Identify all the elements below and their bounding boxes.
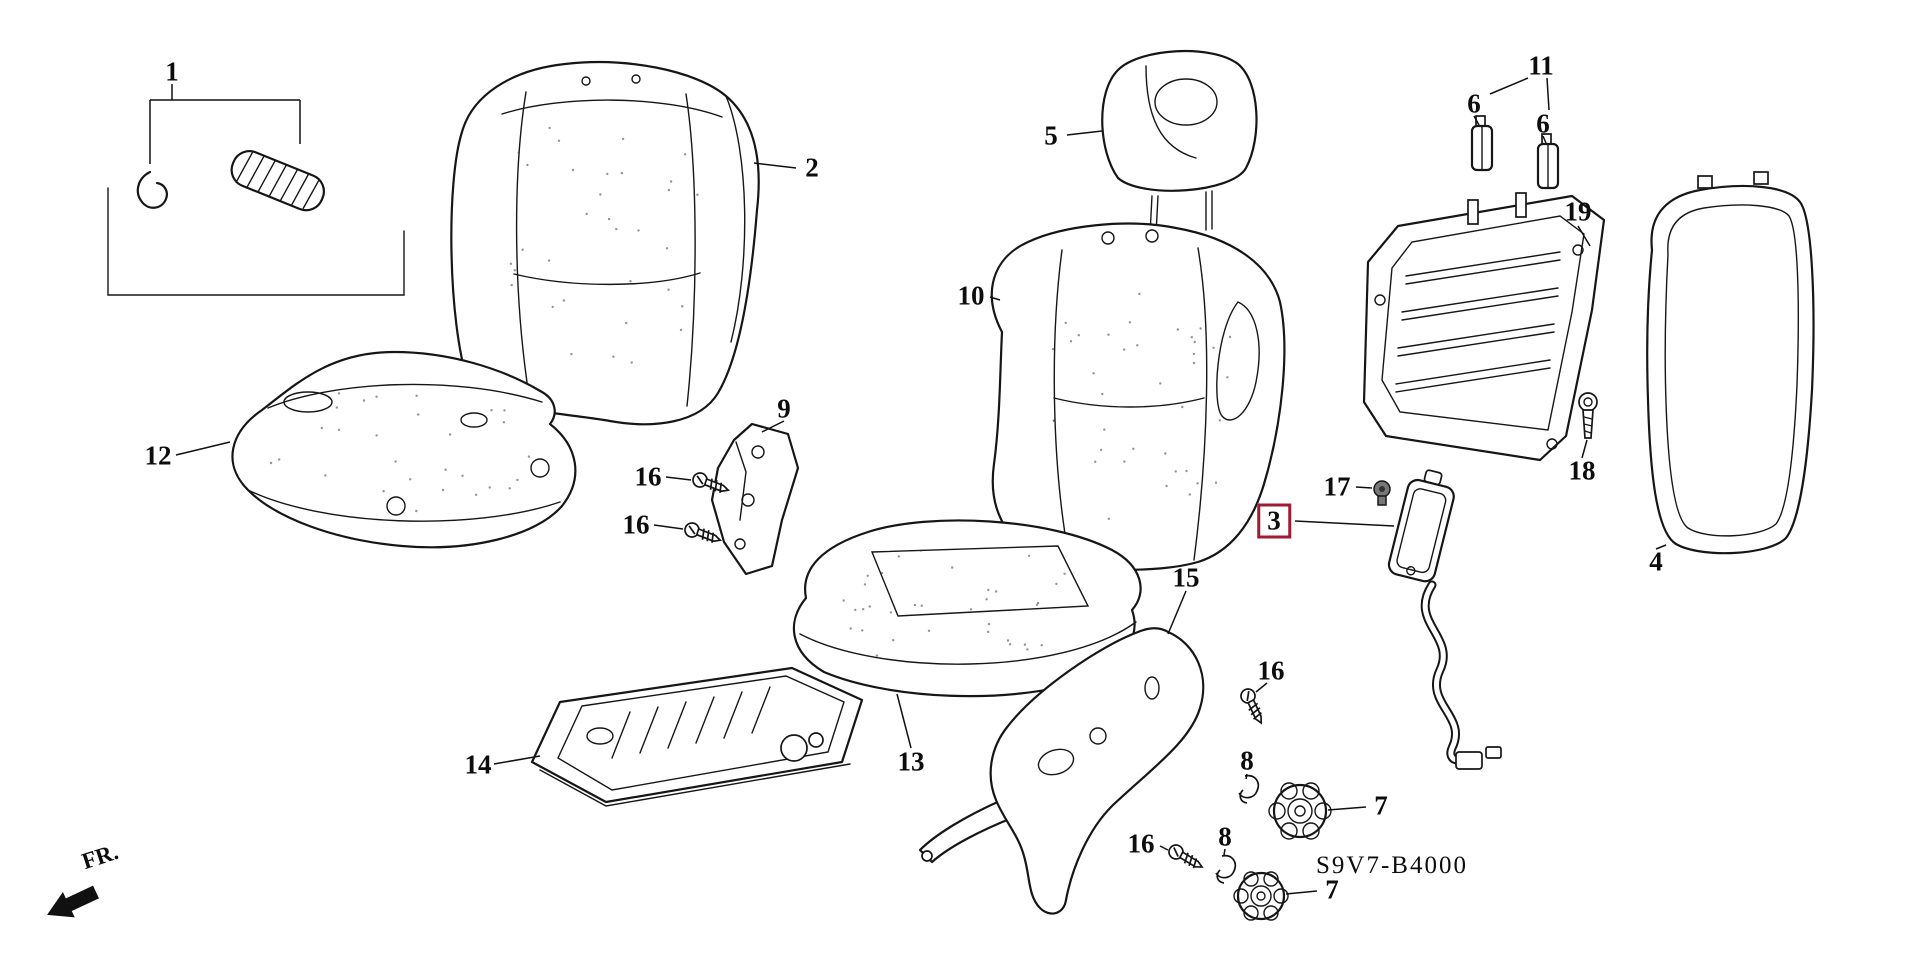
part-17-lumbar-unit-art xyxy=(1373,469,1502,770)
part-19-back-frame-art xyxy=(1362,192,1606,462)
part-10-back-trim-art xyxy=(990,222,1286,571)
part-6-headrest-guides-art xyxy=(1470,115,1560,190)
part-label[interactable]: 16 xyxy=(1127,828,1155,859)
part-label-highlighted[interactable]: 3 xyxy=(1257,503,1291,539)
diagram-code: S9V7-B4000 xyxy=(1316,852,1468,879)
part-4-back-board-art xyxy=(1646,171,1815,555)
fr-direction-indicator: FR. xyxy=(30,830,180,940)
part-label[interactable]: 18 xyxy=(1568,455,1596,486)
part-1-clip-spring-art xyxy=(107,84,405,296)
part-label[interactable]: 14 xyxy=(464,749,492,780)
part-label[interactable]: 6 xyxy=(1467,88,1481,119)
part-7-knobs-art xyxy=(1233,782,1332,921)
leader-lines xyxy=(175,77,1667,895)
part-label[interactable]: 11 xyxy=(1528,50,1554,81)
part-label[interactable]: 8 xyxy=(1218,821,1232,852)
part-label[interactable]: 10 xyxy=(957,280,985,311)
part-label[interactable]: 13 xyxy=(897,746,925,777)
part-label[interactable]: 2 xyxy=(805,152,819,183)
part-13-cushion-trim-art xyxy=(792,519,1142,698)
part-label[interactable]: 16 xyxy=(622,509,650,540)
part-12-cushion-pad-art xyxy=(231,350,577,549)
part-label[interactable]: 1 xyxy=(165,56,179,87)
part-label[interactable]: 4 xyxy=(1649,546,1663,577)
part-label[interactable]: 6 xyxy=(1536,108,1550,139)
part-label[interactable]: 9 xyxy=(777,393,791,424)
part-label[interactable]: 7 xyxy=(1325,874,1339,905)
part-label[interactable]: 16 xyxy=(634,461,662,492)
part-label[interactable]: 17 xyxy=(1323,471,1351,502)
part-label[interactable]: 7 xyxy=(1374,790,1388,821)
part-5-headrest-art xyxy=(1101,49,1258,235)
part-label[interactable]: 5 xyxy=(1044,120,1058,151)
part-label[interactable]: 19 xyxy=(1564,196,1592,227)
part-label[interactable]: 15 xyxy=(1172,562,1200,593)
part-15-recline-cover-art xyxy=(918,627,1205,915)
part-2-back-pad-art xyxy=(450,61,760,426)
fr-arrow-icon xyxy=(47,885,99,918)
part-14-slide-frame-art xyxy=(530,666,864,807)
part-label[interactable]: 8 xyxy=(1240,745,1254,776)
part-9-bracket-art xyxy=(710,422,800,576)
part-18-bolt-art xyxy=(1578,392,1598,439)
part-label[interactable]: 16 xyxy=(1257,655,1285,686)
part-label[interactable]: 12 xyxy=(144,440,172,471)
